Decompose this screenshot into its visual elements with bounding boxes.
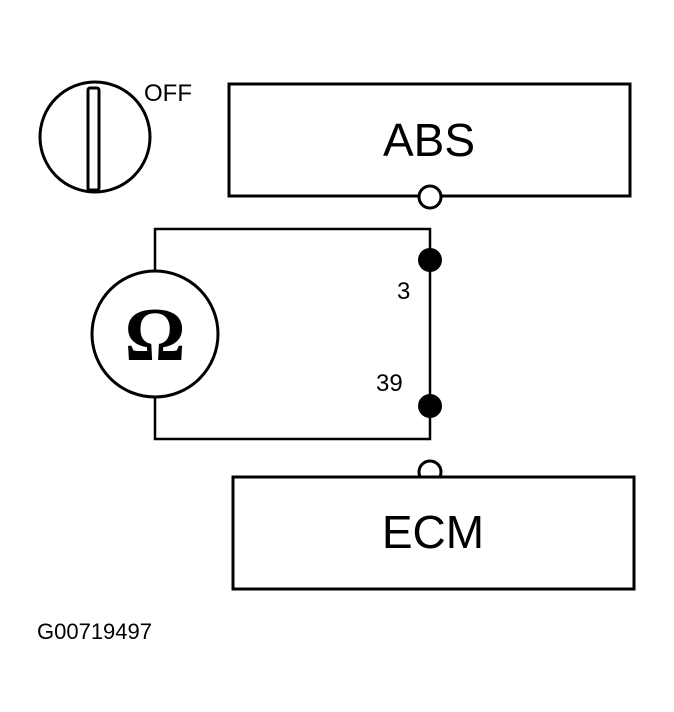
ecm-module-label: ECM xyxy=(382,506,484,558)
figure-code: G00719497 xyxy=(37,619,152,644)
pin-3-label: 3 xyxy=(397,278,410,305)
pin-39-label: 39 xyxy=(376,370,403,397)
ohmmeter-symbol: Ω xyxy=(125,293,186,377)
upper-test-lead xyxy=(153,227,432,271)
lower-test-lead xyxy=(153,397,432,441)
abs-module-label: ABS xyxy=(383,114,475,166)
ecm-module-box xyxy=(231,475,636,591)
switch-off-label: OFF xyxy=(144,80,192,107)
pin-3-probe-point xyxy=(418,248,442,272)
ignition-switch-icon xyxy=(38,80,152,194)
abs-module-box xyxy=(227,82,632,198)
pin-39-probe-point xyxy=(418,394,442,418)
abs-connector-terminal xyxy=(417,184,443,210)
